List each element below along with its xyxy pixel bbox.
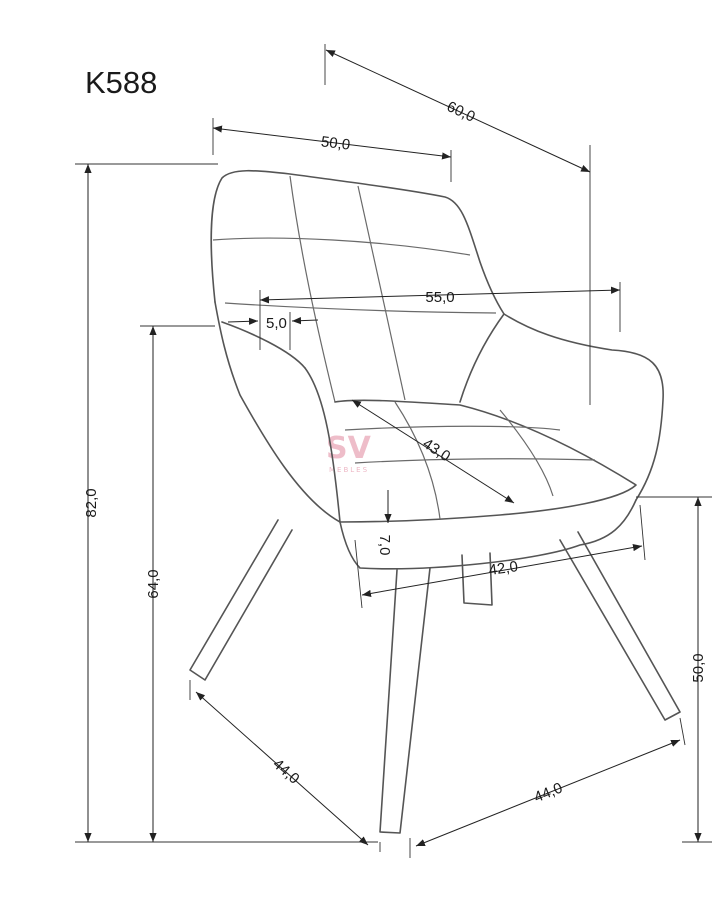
dim-arm-height: 64,0 — [145, 569, 162, 598]
dim-back-offset: 5,0 — [266, 315, 287, 332]
dim-total-depth: 60,0 — [444, 98, 478, 126]
dim-seat-width: 50,0 — [320, 133, 351, 153]
dimension-lines — [84, 49, 702, 847]
dim-cushion-thickness: 7,0 — [376, 535, 393, 556]
watermark-logo: SV MEBLES — [326, 431, 372, 474]
dim-arm-width: 55,0 — [425, 289, 454, 306]
extension-lines — [75, 44, 712, 858]
chair-outline — [189, 169, 681, 834]
product-title: K588 — [85, 65, 157, 100]
dim-base-width: 42,0 — [488, 558, 519, 579]
dim-seat-height: 50,0 — [690, 653, 707, 682]
dimension-labels: 60,0 50,0 55,0 5,0 43,0 82,0 64,0 7,0 42… — [83, 98, 707, 806]
svg-text:MEBLES: MEBLES — [329, 466, 369, 474]
dim-leg-span-right: 44,0 — [532, 779, 565, 806]
dim-total-height: 82,0 — [83, 488, 100, 517]
